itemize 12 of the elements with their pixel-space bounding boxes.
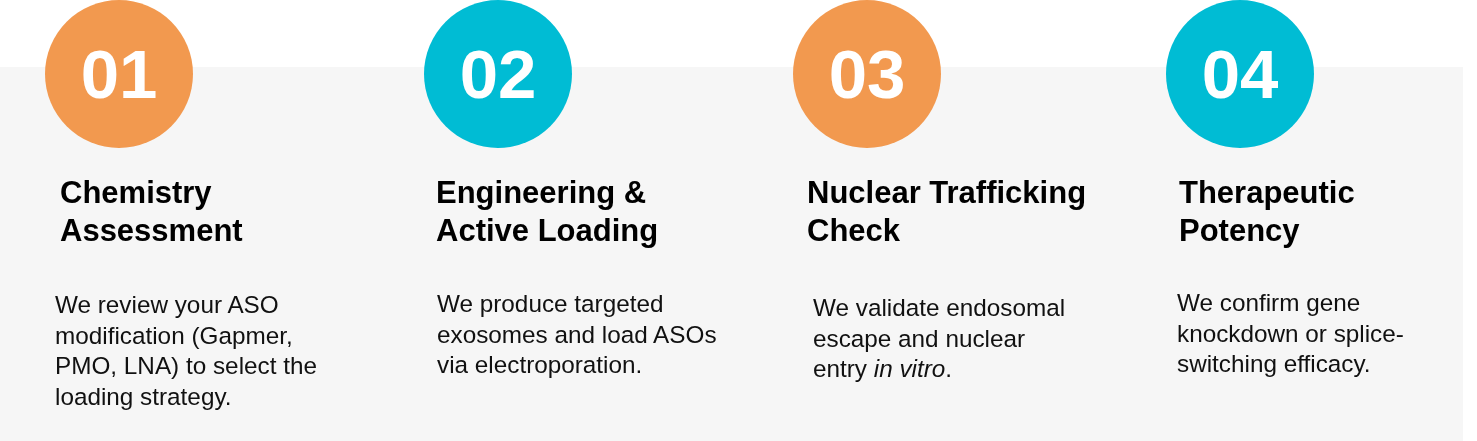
step-title: Chemistry Assessment (60, 174, 244, 250)
step-number: 02 (459, 39, 537, 109)
step-description: We produce targeted exosomes and load ASOs via electroporation. (437, 289, 718, 380)
step-description: We validate endosomal escape and nuclear entry in vitro. (813, 293, 1067, 384)
step-title: Therapeutic Potency (1179, 174, 1356, 250)
step-number: 04 (1201, 39, 1279, 109)
step-title: Nuclear Trafficking Check (807, 174, 1088, 250)
step-number: 03 (828, 39, 906, 109)
step-description: We review your ASO modification (Gapmer, PMO, LNA) to select the loading strategy. (55, 290, 318, 412)
step-description: We confirm gene knockdown or splice-switching efficacy. (1177, 288, 1405, 379)
step-number: 01 (80, 39, 158, 109)
step-title: Engineering & Active Loading (436, 174, 660, 250)
